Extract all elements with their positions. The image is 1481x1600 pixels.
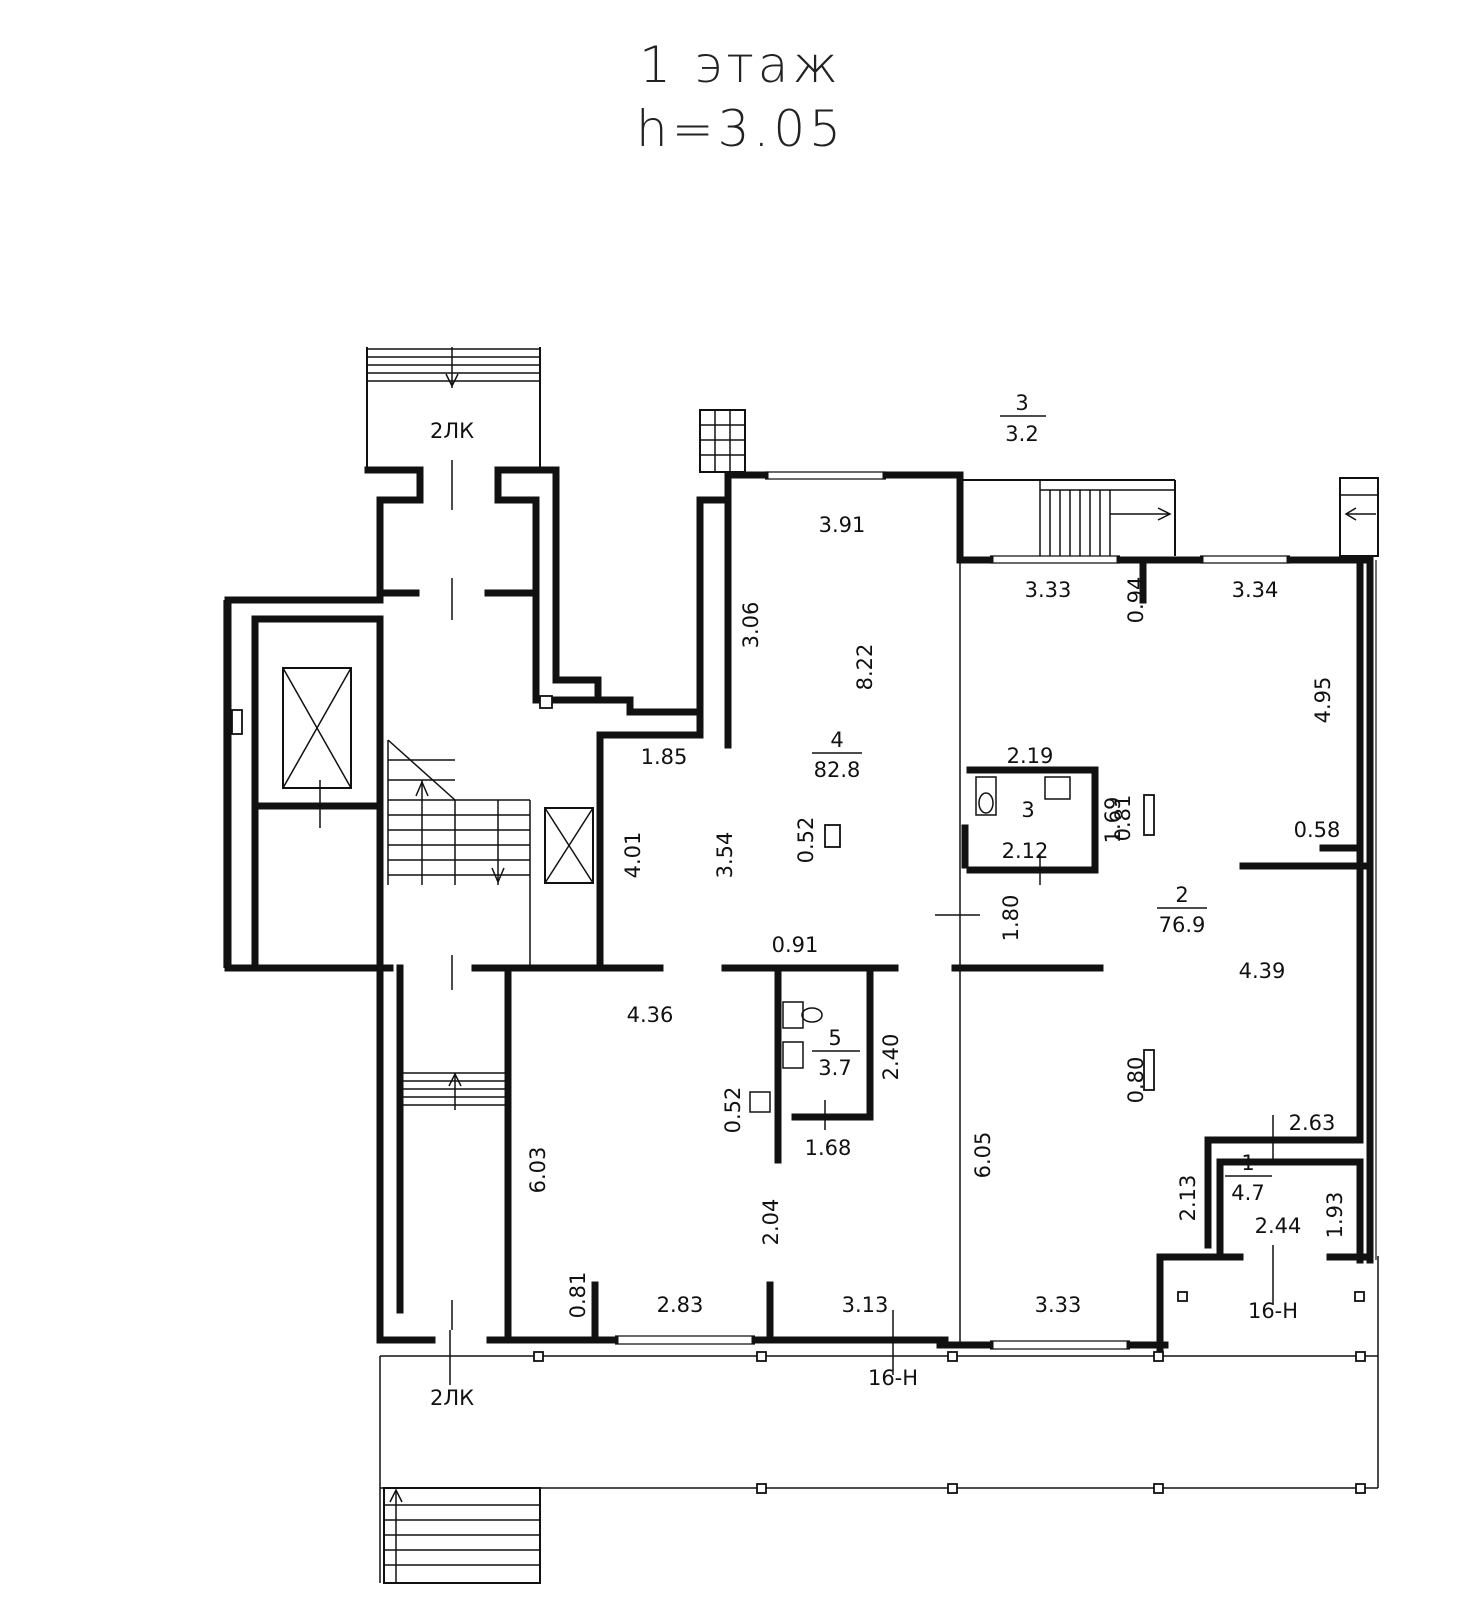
label-16n-bottom: 16-Н (868, 1366, 918, 1390)
dim-058: 0.58 (1294, 818, 1341, 842)
dim-263: 2.63 (1289, 1111, 1336, 1135)
interior-stairs (387, 739, 531, 1110)
dim-185: 1.85 (641, 745, 688, 769)
dim-436: 4.36 (627, 1003, 674, 1027)
dim-094: 0.94 (1124, 577, 1148, 624)
dim-081-b: 0.81 (1111, 795, 1135, 842)
room-5-number: 5 (828, 1026, 841, 1050)
top-entrance-stair (366, 347, 541, 470)
dim-052-b: 0.52 (721, 1087, 745, 1134)
dim-333-a: 3.33 (1025, 578, 1072, 602)
room-4-number: 4 (830, 728, 843, 752)
ceiling-height: h=3.05 (636, 100, 845, 158)
room-2-area: 76.9 (1159, 913, 1206, 937)
room-1-number: 1 (1241, 1151, 1254, 1175)
dim-495: 4.95 (1311, 677, 1335, 724)
windows (223, 471, 1377, 1350)
floor-title: 1 этаж (639, 36, 842, 94)
room-4-area: 82.8 (814, 758, 861, 782)
dim-091: 0.91 (772, 933, 819, 957)
porch-area: 3.2 (1005, 422, 1038, 446)
lift-shafts (282, 667, 594, 884)
dim-204: 2.04 (759, 1199, 783, 1246)
dim-193: 1.93 (1323, 1192, 1347, 1239)
dim-603: 6.03 (526, 1147, 550, 1194)
label-16n-right: 16-Н (1248, 1299, 1298, 1323)
dimensions: 3.91 3.06 8.22 1.85 3.54 0.52 4.01 0.91 … (526, 513, 1347, 1318)
room-3-number: 3 (1021, 798, 1034, 822)
dim-391: 3.91 (819, 513, 866, 537)
label-2lk-bottom: 2ЛК (430, 1386, 474, 1410)
dim-168: 1.68 (805, 1136, 852, 1160)
porch-number: 3 (1015, 391, 1028, 415)
bottom-terrace (379, 1245, 1379, 1584)
dim-354: 3.54 (713, 832, 737, 879)
dim-219: 2.19 (1007, 744, 1054, 768)
dim-240: 2.40 (879, 1034, 903, 1081)
door-ticks (319, 460, 1274, 1330)
room-2-number: 2 (1175, 883, 1188, 907)
dim-212: 2.12 (1002, 839, 1049, 863)
dim-080: 0.80 (1124, 1057, 1148, 1104)
columns (231, 695, 1366, 1494)
dim-605: 6.05 (971, 1132, 995, 1179)
dim-180: 1.80 (999, 895, 1023, 942)
room-1-area: 4.7 (1231, 1181, 1264, 1205)
walls (224, 466, 1374, 1354)
dim-081-a: 0.81 (566, 1272, 590, 1319)
dim-213: 2.13 (1176, 1175, 1200, 1222)
dim-822: 8.22 (853, 644, 877, 691)
sanitary-fixtures (749, 776, 1071, 1113)
dim-334: 3.34 (1232, 578, 1279, 602)
dim-306: 3.06 (739, 602, 763, 649)
room-labels: 4 82.8 2 76.9 3 5 3.7 1 4.7 3 3.2 2ЛК 2Л… (430, 391, 1298, 1410)
top-right-porch (699, 409, 1379, 557)
dim-439: 4.39 (1239, 959, 1286, 983)
room-5-area: 3.7 (818, 1056, 851, 1080)
dim-401: 4.01 (621, 832, 645, 879)
dim-313: 3.13 (842, 1293, 889, 1317)
dim-169: 1.69 (1101, 797, 1125, 844)
dim-052-a: 0.52 (794, 817, 818, 864)
dim-333-b: 3.33 (1035, 1293, 1082, 1317)
dim-244: 2.44 (1255, 1214, 1302, 1238)
dim-283: 2.83 (657, 1293, 704, 1317)
label-2lk-top: 2ЛК (430, 419, 474, 443)
